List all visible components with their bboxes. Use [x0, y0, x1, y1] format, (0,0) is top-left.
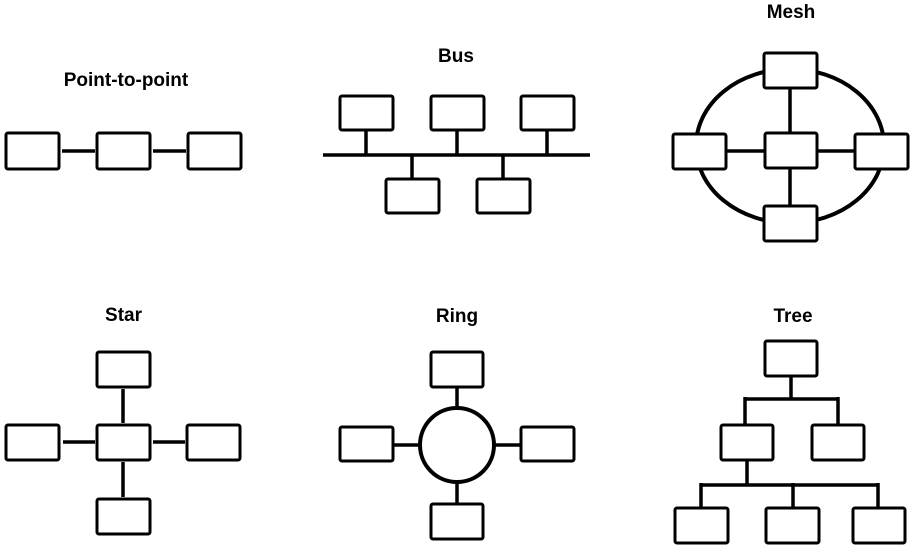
mesh-node-3	[762, 204, 819, 243]
title-point-to-point: Point-to-point	[63, 70, 189, 91]
star-node-3	[95, 497, 152, 536]
tree-node-0	[763, 339, 819, 378]
ring-node-1	[338, 425, 395, 463]
tree-node-2	[810, 423, 866, 462]
topology-point-to-point	[4, 131, 243, 171]
title-ring: Ring	[435, 306, 479, 327]
bus-node-1	[429, 94, 486, 132]
star-node-2	[185, 423, 242, 462]
star-node-4	[95, 423, 152, 462]
ring-ring-0	[418, 406, 496, 484]
topology-tree	[673, 339, 907, 545]
ring-node-2	[519, 425, 576, 463]
title-star: Star	[105, 305, 142, 326]
tree-node-1	[719, 423, 775, 462]
title-tree: Tree	[773, 306, 813, 327]
mesh-node-2	[853, 132, 910, 171]
point-to-point-node-0	[4, 131, 61, 171]
mesh-node-4	[763, 131, 819, 170]
bus-node-2	[519, 94, 576, 132]
ring-node-3	[429, 502, 485, 541]
topology-mesh	[671, 51, 910, 243]
tree-node-4	[764, 506, 821, 545]
bus-node-4	[475, 177, 532, 215]
title-mesh: Mesh	[766, 2, 816, 23]
ring-node-0	[429, 350, 485, 389]
topology-ring	[338, 350, 576, 541]
star-node-1	[4, 423, 61, 462]
topology-bus	[323, 94, 590, 215]
point-to-point-node-1	[95, 131, 152, 171]
bus-node-3	[384, 177, 441, 215]
topology-star	[4, 350, 242, 536]
star-node-0	[95, 350, 152, 389]
point-to-point-node-2	[186, 131, 243, 171]
tree-node-3	[673, 506, 730, 545]
mesh-node-0	[762, 51, 819, 90]
tree-node-5	[851, 506, 907, 545]
mesh-node-1	[671, 132, 728, 171]
bus-node-0	[338, 94, 395, 132]
title-bus: Bus	[438, 46, 474, 67]
